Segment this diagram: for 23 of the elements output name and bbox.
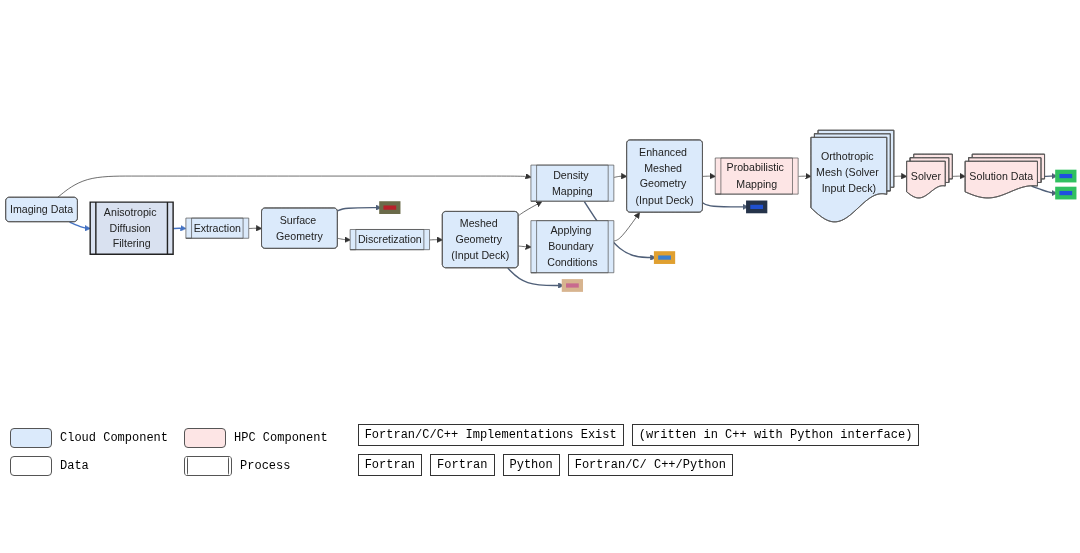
legend-text: Cloud Component <box>60 431 169 445</box>
arrow <box>702 202 749 210</box>
node-box <box>1055 169 1077 183</box>
legend-text: Process <box>240 459 291 473</box>
node-box <box>561 279 583 292</box>
node-box <box>746 200 768 214</box>
note-box: Fortran/C/C++ Implementations Exist <box>357 424 624 446</box>
legend-text: HPC Component <box>234 431 328 445</box>
node-box <box>379 201 401 214</box>
node-box <box>653 251 676 264</box>
arrow <box>336 204 382 212</box>
node-box <box>1055 186 1077 200</box>
legend-text: Data <box>60 459 89 473</box>
note-box: Fortran <box>430 454 495 476</box>
note-box: Fortran/C/ C++/Python <box>567 454 733 476</box>
note-box: Python <box>502 454 560 476</box>
arrow <box>1030 185 1058 197</box>
note-box: (written in C++ with Python interface) <box>631 424 920 446</box>
arrow <box>68 221 91 232</box>
arrow <box>1044 172 1058 180</box>
note-box: Fortran <box>357 454 423 476</box>
arrow <box>172 225 187 232</box>
arrow <box>507 267 565 289</box>
